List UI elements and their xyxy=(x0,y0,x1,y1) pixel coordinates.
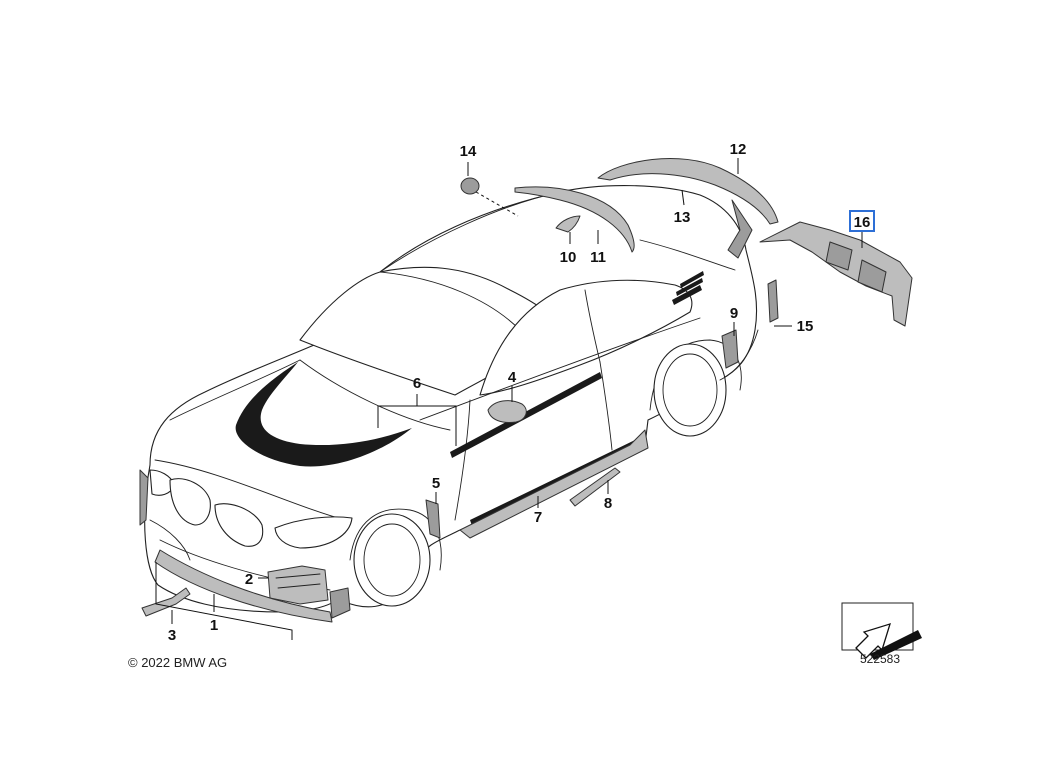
rear-diffuser xyxy=(759,221,913,327)
callout-5[interactable]: 5 xyxy=(432,475,440,492)
reference-box: 522583 xyxy=(841,602,922,666)
fin-antenna xyxy=(555,215,581,233)
callout-4[interactable]: 4 xyxy=(508,369,517,386)
callout-12[interactable]: 12 xyxy=(730,141,747,158)
callout-1[interactable]: 1 xyxy=(210,617,218,634)
front-splitter xyxy=(154,549,333,623)
callout-13[interactable]: 13 xyxy=(674,209,691,226)
callout-16[interactable]: 16 xyxy=(854,214,871,231)
callout-10[interactable]: 10 xyxy=(560,249,577,266)
callout-14[interactable]: 14 xyxy=(460,143,477,160)
rear-side-blade xyxy=(767,279,779,323)
mirror-cap xyxy=(487,400,527,423)
cap xyxy=(460,177,480,195)
rear-wing xyxy=(597,158,779,225)
selected-callout-box xyxy=(849,210,875,232)
rear-fender-vent xyxy=(721,329,739,369)
rear-wing-endplate xyxy=(727,199,753,259)
callout-11[interactable]: 11 xyxy=(590,249,606,266)
leader-lines xyxy=(155,158,863,640)
callout-2[interactable]: 2 xyxy=(245,571,253,588)
callout-8[interactable]: 8 xyxy=(604,495,612,512)
callout-6[interactable]: 6 xyxy=(413,375,421,392)
car-body-outline xyxy=(144,185,759,613)
callout-7[interactable]: 7 xyxy=(534,509,542,526)
side-blade xyxy=(569,467,621,507)
callout-3[interactable]: 3 xyxy=(168,627,176,644)
copyright-text: © 2022 BMW AG xyxy=(128,655,227,670)
callout-15[interactable]: 15 xyxy=(797,318,814,335)
view-direction-icon xyxy=(855,623,922,660)
hood-decal xyxy=(235,362,412,467)
reference-number: 522583 xyxy=(860,652,900,666)
side-skirt xyxy=(459,429,649,539)
callout-9[interactable]: 9 xyxy=(730,305,738,322)
front-fender-vent xyxy=(425,499,441,539)
intake-insert xyxy=(267,565,329,605)
bracket xyxy=(141,587,191,617)
rear-quarter-stripes xyxy=(672,271,704,305)
roof-spoiler xyxy=(514,186,635,253)
front-canard-left xyxy=(139,469,149,526)
front-canard-right xyxy=(329,587,351,619)
